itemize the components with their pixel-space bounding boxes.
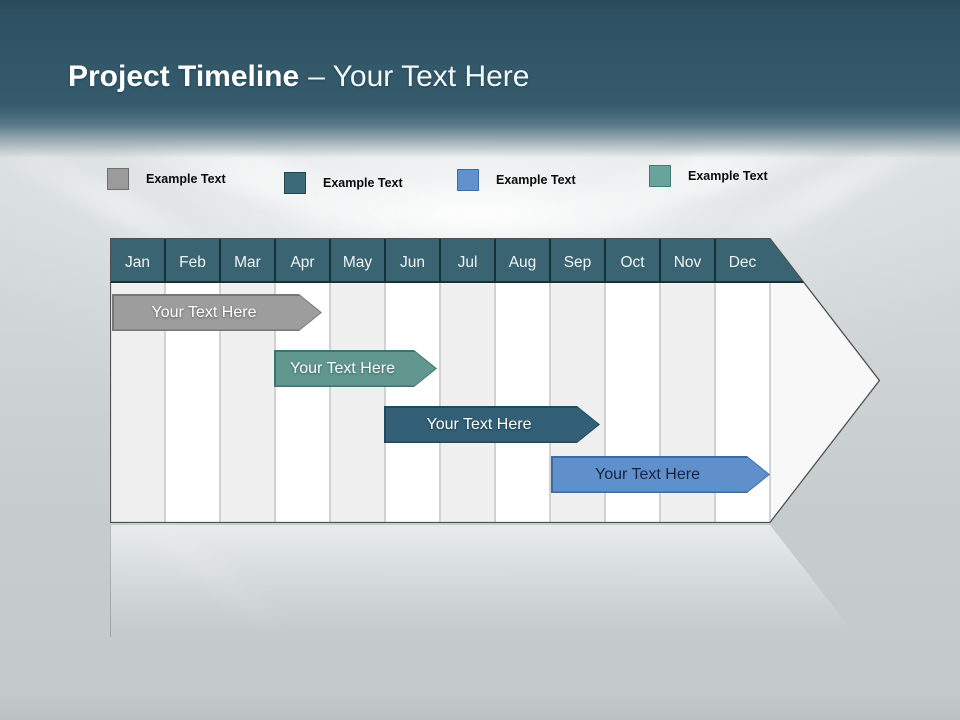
legend-label: Example Text [688, 169, 768, 183]
bar-fill [276, 352, 436, 386]
title-regular-text: – Your Text Here [308, 60, 530, 93]
title-bold-text: Project Timeline [68, 60, 300, 93]
month-label: Apr [290, 254, 314, 271]
month-label: Dec [729, 254, 757, 271]
month-label: Nov [674, 254, 702, 271]
legend-item-blue[interactable]: Example Text [457, 169, 576, 191]
timeline-bar-sep-dec[interactable]: Your Text Here [551, 456, 770, 493]
bar-label: Your Text Here [290, 359, 395, 377]
legend-swatch-seagreen [649, 165, 671, 187]
bar-label: Your Text Here [595, 465, 700, 483]
legend-label: Example Text [323, 176, 403, 190]
legend-item-teal[interactable]: Example Text [284, 172, 403, 194]
month-label: Jan [125, 254, 150, 271]
legend-swatch-gray [107, 168, 129, 190]
bar-fill [553, 458, 769, 492]
timeline-bar-jan-apr[interactable]: Your Text Here [112, 294, 322, 331]
bar-label: Your Text Here [426, 415, 532, 433]
legend-item-seagreen[interactable]: Example Text [649, 165, 768, 187]
legend-label: Example Text [496, 173, 576, 187]
legend-swatch-teal [284, 172, 306, 194]
month-label: Oct [620, 254, 645, 271]
chart-reflection [110, 525, 857, 637]
legend-label: Example Text [146, 172, 226, 186]
timeline-bar-apr-jun[interactable]: Your Text Here [274, 350, 437, 387]
legend-swatch-blue [457, 169, 479, 191]
month-label: May [343, 254, 373, 271]
month-label: Mar [234, 254, 261, 271]
month-label: Sep [564, 254, 592, 271]
bar-fill [114, 296, 321, 330]
timeline-bar-jun-sep[interactable]: Your Text Here [384, 406, 600, 443]
legend-item-gray[interactable]: Example Text [107, 168, 226, 190]
title-band [0, 0, 960, 160]
bar-label: Your Text Here [151, 303, 257, 321]
page-title[interactable]: Project Timeline– Your Text Here [68, 60, 529, 94]
month-label: Jul [458, 254, 478, 271]
month-label: Feb [179, 254, 206, 271]
month-label: Jun [400, 254, 425, 271]
bar-fill [386, 408, 599, 442]
month-label: Aug [509, 254, 537, 271]
